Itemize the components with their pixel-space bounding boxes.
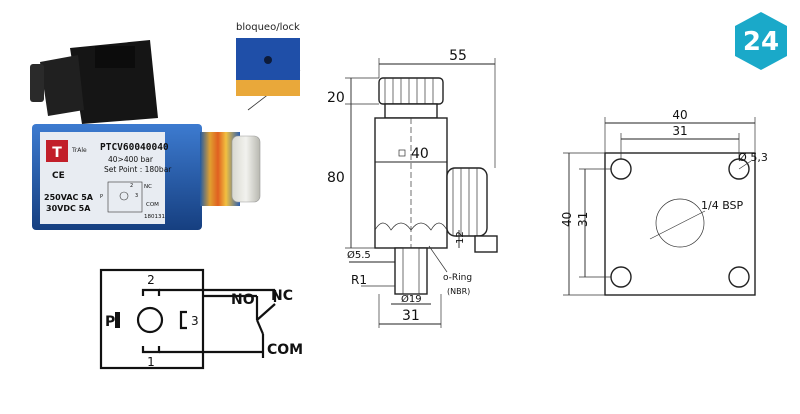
wiring-schematic: P 2 1 3 NO NC COM: [99, 268, 303, 370]
lock-detail-inset: [236, 38, 300, 96]
svg-text:31: 31: [672, 124, 687, 138]
knob: [378, 77, 444, 105]
svg-text:P: P: [100, 194, 103, 200]
svg-text:2: 2: [147, 273, 155, 287]
svg-text:o-Ring: o-Ring: [443, 273, 472, 283]
mount-hole: [728, 266, 750, 288]
svg-text:R1: R1: [351, 273, 367, 287]
side-view-drawing: 55 20 80 40 12 Ø5.5 R1 o-Ring (NBR) Ø19 …: [327, 48, 498, 328]
svg-text:NO: NO: [231, 292, 255, 308]
svg-text:31: 31: [402, 308, 420, 324]
svg-text:31: 31: [576, 212, 590, 227]
lock-callout-label: bloqueo/lock: [236, 22, 300, 33]
svg-text:TrAle: TrAle: [71, 147, 87, 154]
svg-text:12: 12: [455, 231, 466, 244]
svg-text:NC: NC: [271, 288, 293, 304]
svg-text:40>400 bar: 40>400 bar: [108, 155, 154, 164]
svg-text:COM: COM: [146, 202, 159, 208]
svg-text:COM: COM: [267, 342, 303, 358]
svg-text:Set Point : 180bar: Set Point : 180bar: [104, 165, 172, 174]
badge-number: 24: [743, 27, 779, 57]
svg-text:80: 80: [327, 170, 345, 186]
svg-text:20: 20: [327, 90, 345, 106]
center-port: [655, 198, 705, 248]
svg-text:NC: NC: [144, 184, 152, 190]
svg-text:3: 3: [191, 314, 199, 328]
adjustment-cap: [231, 135, 261, 203]
connector-body: [70, 40, 158, 124]
model-text: PTCV60040040: [100, 142, 169, 153]
svg-text:1: 1: [147, 355, 155, 369]
svg-text:Ø 5,3: Ø 5,3: [738, 151, 768, 164]
svg-text:Ø19: Ø19: [401, 293, 422, 305]
svg-text:CE: CE: [52, 171, 65, 181]
product-photo: T TrAle CE PTCV60040040 40>400 bar Set P…: [30, 22, 301, 230]
svg-text:Ø5.5: Ø5.5: [347, 249, 371, 261]
svg-text:2: 2: [130, 183, 133, 189]
mounting-plate-drawing: 40 31 40 31 Ø 5,3 1/4 BSP: [560, 108, 768, 296]
mount-hole: [610, 266, 632, 288]
svg-text:T: T: [52, 145, 62, 161]
svg-text:30VDC 5A: 30VDC 5A: [46, 204, 91, 213]
center-pin: [136, 306, 164, 334]
badge-hexagon: [735, 12, 787, 70]
svg-text:55: 55: [449, 48, 467, 64]
mount-hole: [610, 158, 632, 180]
svg-text:3: 3: [135, 193, 138, 199]
svg-text:40: 40: [672, 108, 687, 122]
mount-hole: [728, 158, 750, 180]
svg-text:250VAC 5A: 250VAC 5A: [44, 193, 94, 202]
svg-text:40: 40: [560, 212, 574, 227]
svg-text:40: 40: [411, 146, 429, 162]
svg-text:P: P: [105, 314, 115, 330]
svg-text:180131: 180131: [144, 214, 165, 220]
svg-text:(NBR): (NBR): [447, 287, 470, 296]
svg-text:1/4 BSP: 1/4 BSP: [701, 199, 744, 212]
badge: 24: [735, 12, 787, 70]
